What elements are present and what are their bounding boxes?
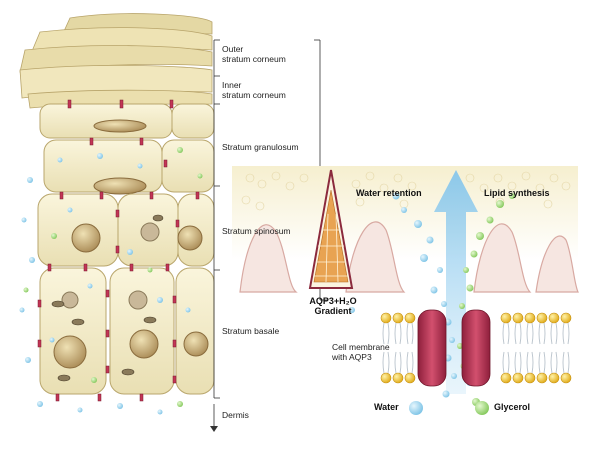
lipid-head — [404, 312, 416, 324]
cell-membrane-bilayer — [380, 312, 572, 384]
lipid-tail — [502, 322, 510, 345]
aqp3-channels — [417, 309, 491, 387]
water-molecules-right — [349, 192, 474, 398]
stratum-basale-cells — [39, 267, 215, 395]
lipid-tail — [394, 351, 402, 374]
label-line: Outer — [222, 44, 244, 54]
label-stratum-spinosum: Stratum spinosum — [222, 226, 291, 236]
lipid-head — [560, 312, 572, 324]
label-outer-stratum-corneum: Outer stratum corneum — [222, 44, 286, 64]
legend-water-label: Water — [374, 402, 399, 412]
lipid-tail — [406, 322, 414, 345]
cell-junctions — [37, 99, 200, 402]
label-line: stratum corneum — [222, 90, 286, 100]
lipid-head — [392, 372, 404, 384]
lipid-head — [380, 372, 392, 384]
lipid-head — [500, 372, 512, 384]
tissue-cell-texture — [241, 171, 571, 211]
lipid-head — [392, 312, 404, 324]
label-line: with AQP3 — [332, 352, 372, 362]
lipid-tail — [514, 351, 522, 374]
label-dermis: Dermis — [222, 410, 249, 420]
outer-stratum-corneum-layer — [19, 13, 213, 73]
label-line: Cell membrane — [332, 342, 390, 352]
lipid-head — [560, 372, 572, 384]
legend-glycerol-swatch — [475, 401, 489, 415]
lipid-head — [536, 312, 548, 324]
lipid-tail — [382, 322, 390, 345]
water-molecules-left — [19, 153, 191, 415]
label-water-retention: Water retention — [356, 188, 422, 198]
lipid-tail — [550, 322, 558, 345]
lipid-tail — [538, 351, 546, 374]
aqp3-gradient-cone — [308, 169, 354, 289]
epidermis-cross-section — [19, 13, 215, 415]
lipid-tail — [514, 322, 522, 345]
lipid-tail — [538, 322, 546, 345]
label-stratum-granulosum: Stratum granulosum — [222, 142, 299, 152]
lipid-head — [404, 372, 416, 384]
lipid-tail — [526, 322, 534, 345]
stratum-granulosum-cells — [39, 103, 215, 195]
water-flow-arrow-icon — [434, 170, 478, 394]
inner-stratum-corneum-layer — [19, 64, 213, 109]
lipid-head — [500, 312, 512, 324]
label-lipid-synthesis: Lipid synthesis — [484, 188, 550, 198]
lipid-tail — [382, 351, 390, 374]
label-aqp3-gradient: AQP3+H₂O Gradient — [304, 296, 362, 316]
lipid-head — [524, 312, 536, 324]
dermis-arrow-icon — [210, 426, 218, 432]
lipid-head — [548, 372, 560, 384]
lipid-head — [536, 372, 548, 384]
mitochondria — [51, 214, 164, 382]
lipid-tail — [502, 351, 510, 374]
label-line: Gradient — [314, 306, 352, 316]
glycerol-molecules-left — [23, 147, 203, 407]
lipid-tail — [394, 322, 402, 345]
stratum-spinosum-cells — [37, 193, 215, 267]
label-cell-membrane: Cell membrane with AQP3 — [332, 342, 390, 362]
lipid-tail — [562, 322, 570, 345]
label-inner-stratum-corneum: Inner stratum corneum — [222, 80, 286, 100]
lipid-tail — [562, 351, 570, 374]
label-line: AQP3+H₂O — [309, 296, 357, 306]
label-stratum-basale: Stratum basale — [222, 326, 280, 336]
lipid-head — [512, 312, 524, 324]
legend-water-swatch — [409, 401, 423, 415]
lipid-tail — [550, 351, 558, 374]
dermal-papillae — [239, 221, 579, 293]
lipid-head — [548, 312, 560, 324]
lipid-head — [380, 312, 392, 324]
lipid-head — [524, 372, 536, 384]
label-line: Inner — [222, 80, 242, 90]
lipid-tail — [406, 351, 414, 374]
lipid-tail — [526, 351, 534, 374]
lipid-head — [512, 372, 524, 384]
legend-glycerol-label: Glycerol — [494, 402, 531, 412]
label-line: stratum corneum — [222, 54, 286, 64]
